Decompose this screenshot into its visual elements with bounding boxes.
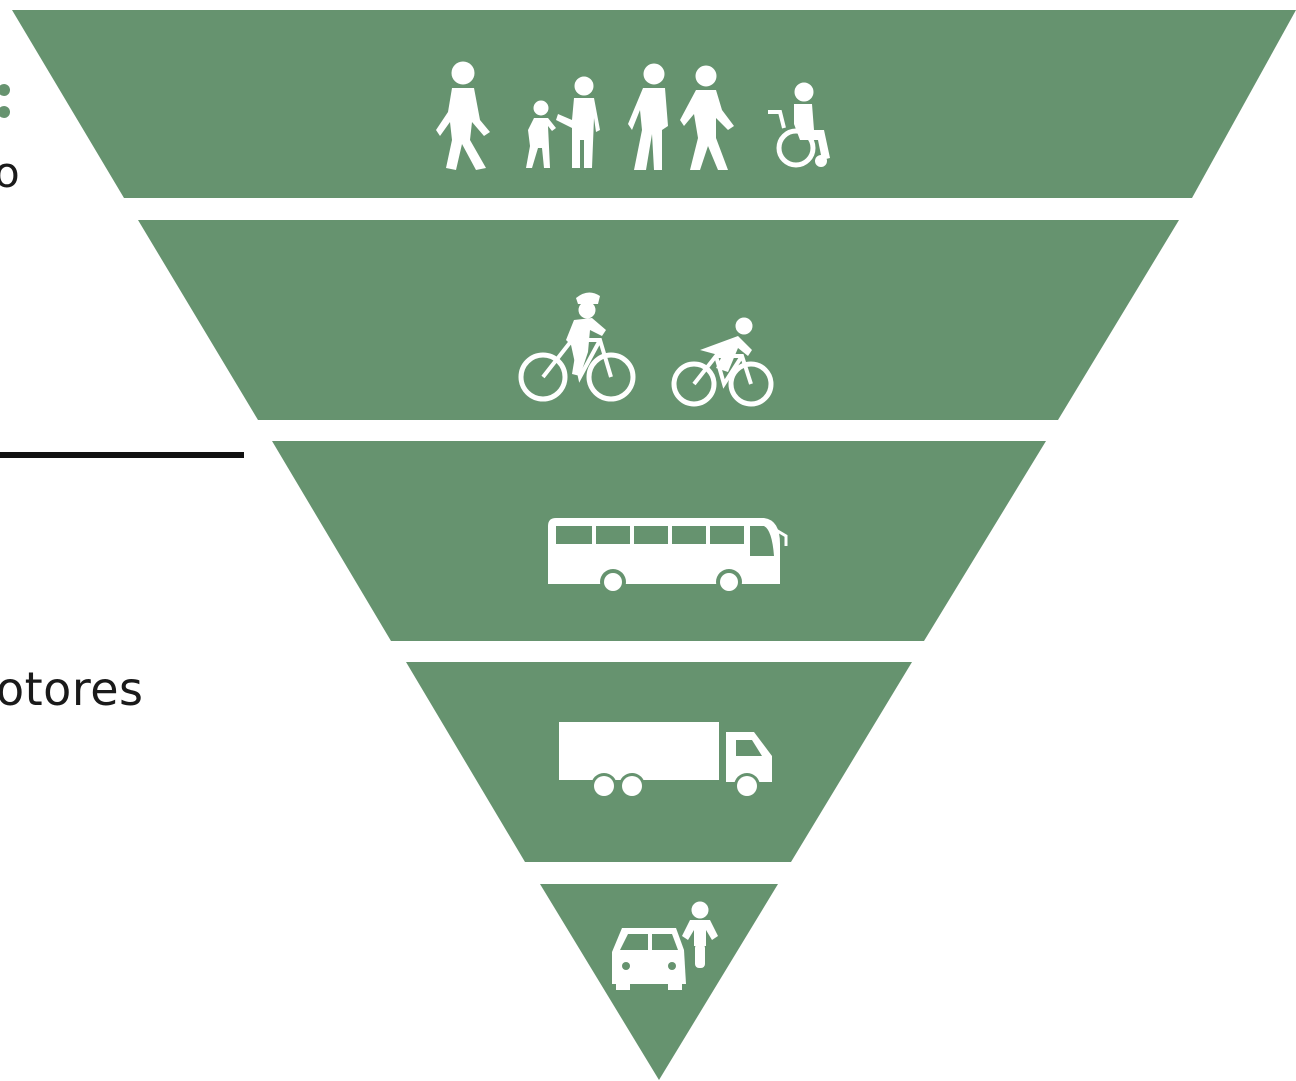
adult-with-child-icon — [526, 76, 600, 168]
truck-icon — [559, 722, 772, 799]
tier-2-band — [138, 220, 1179, 420]
two-people-walking-icon — [628, 63, 734, 170]
wheelchair-user-icon — [768, 82, 830, 168]
bus-icon — [548, 518, 788, 595]
person-walking-icon — [436, 61, 490, 170]
pyramid-tier-freight — [406, 662, 912, 862]
accent-dot-lower — [0, 106, 10, 118]
pyramid-tier-pedestrians — [12, 10, 1296, 198]
cyclist-icon — [671, 317, 774, 407]
pyramid-tier-public-transport — [272, 441, 1046, 641]
clipped-text-top: o — [0, 148, 20, 197]
car-icon — [612, 928, 686, 990]
clipped-text-bottom: otores — [0, 662, 144, 716]
pyramid-tier-private-vehicles — [540, 884, 778, 1080]
cyclist-with-helmet-icon — [518, 292, 636, 402]
divider-rule — [0, 452, 244, 458]
motorcyclist-icon — [682, 901, 718, 968]
accent-dot-upper — [0, 84, 10, 96]
pyramid-tier-cyclists — [138, 220, 1179, 420]
